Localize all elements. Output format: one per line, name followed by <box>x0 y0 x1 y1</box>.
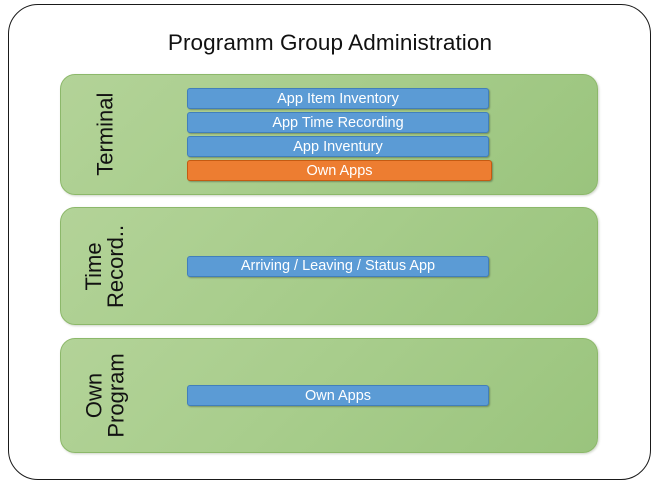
group-label-line: Own <box>81 372 107 419</box>
group-items-time-recording: Arriving / Leaving / Status App <box>187 208 587 324</box>
group-items-own-program: Own Apps <box>187 339 587 452</box>
group-panel-terminal: Terminal App Item Inventory App Time Rec… <box>60 74 598 195</box>
item-bar[interactable]: App Item Inventory <box>187 88 489 109</box>
item-bar[interactable]: Arriving / Leaving / Status App <box>187 255 489 277</box>
item-bar[interactable]: Own Apps <box>187 385 489 406</box>
group-label-terminal: Terminal <box>71 75 141 194</box>
group-label-line: Time <box>81 241 107 291</box>
group-label-line: Program <box>104 353 130 438</box>
group-items-terminal: App Item Inventory App Time Recording Ap… <box>187 75 587 194</box>
item-bar[interactable]: App Time Recording <box>187 112 489 133</box>
group-label-own-program: Own Program <box>71 339 141 452</box>
outer-frame-border <box>8 4 651 480</box>
group-label-line: Terminal <box>92 92 118 177</box>
page-title: Programm Group Administration <box>167 30 493 55</box>
group-panel-time-recording: Time Record.. Arriving / Leaving / Statu… <box>60 207 598 325</box>
item-bar[interactable]: App Inventury <box>187 136 489 157</box>
group-label-line: Record.. <box>104 224 129 308</box>
group-label-time-recording: Time Record.. <box>71 208 141 324</box>
item-bar-highlighted[interactable]: Own Apps <box>187 160 492 181</box>
group-panel-own-program: Own Program Own Apps <box>60 338 598 453</box>
